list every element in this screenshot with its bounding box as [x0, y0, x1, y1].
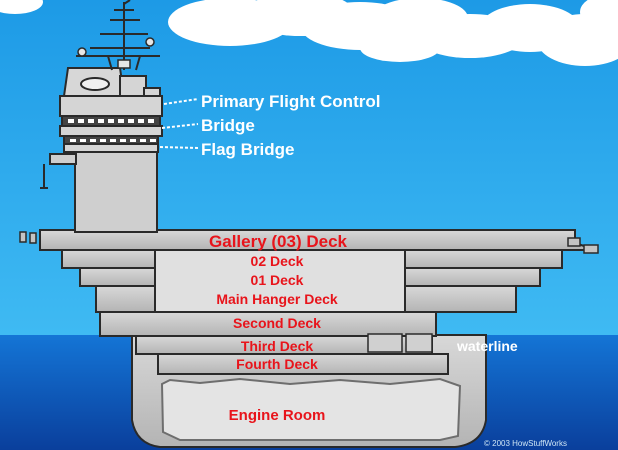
deck-edge-left [19, 231, 27, 243]
clouds [0, 0, 618, 66]
main-hanger-deck-label: Main Hanger Deck [216, 291, 338, 307]
bridge-label: Bridge [201, 116, 255, 135]
engine-room-label: Engine Room [229, 407, 326, 424]
primary-flight-control-label: Primary Flight Control [201, 92, 380, 111]
mast-antennas [76, 0, 160, 71]
deck-edge-right [567, 237, 581, 247]
island-windows [68, 119, 156, 142]
second-deck-label: Second Deck [233, 315, 321, 331]
deck-02-label: 02 Deck [251, 253, 304, 269]
flag-bridge-label: Flag Bridge [201, 140, 295, 159]
engine-room-area [160, 377, 462, 441]
mast-domes [77, 37, 155, 69]
copyright-text: © 2003 HowStuffWorks [484, 439, 567, 448]
deck-edge-right-2 [583, 244, 599, 254]
side-compartment [405, 333, 433, 353]
fourth-deck-label: Fourth Deck [236, 356, 318, 372]
island-superstructure [59, 67, 163, 233]
gallery-deck-label: Gallery (03) Deck [209, 232, 348, 251]
hangar-core [154, 249, 406, 313]
side-compartment [367, 333, 403, 353]
island-crane [40, 153, 77, 189]
waterline-label: waterline [456, 338, 518, 354]
deck-01-label: 01 Deck [251, 272, 304, 288]
deck-edge-left-2 [29, 232, 37, 244]
third-deck-label: Third Deck [241, 338, 314, 354]
island-pointer-lines [159, 98, 199, 149]
